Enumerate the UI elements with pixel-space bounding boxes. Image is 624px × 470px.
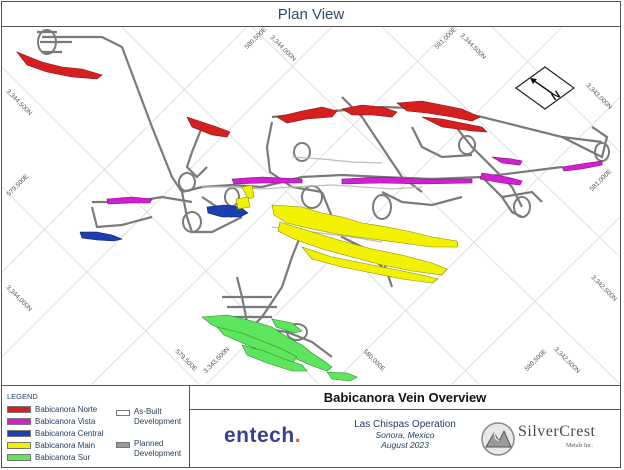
- legend: LEGEND Babicanora Norte Babicanora Vista…: [2, 386, 190, 468]
- mine-map-svg: [2, 27, 620, 384]
- vein-overview-title: Babicanora Vein Overview: [190, 386, 620, 410]
- info-panel: LEGEND Babicanora Norte Babicanora Vista…: [2, 385, 620, 468]
- legend-label: Babicanora Main: [35, 441, 96, 450]
- title-bar: Plan View: [2, 2, 620, 27]
- legend-swatch: [7, 430, 31, 437]
- legend-swatch: [7, 454, 31, 461]
- north-arrow-icon: [515, 66, 575, 110]
- legend-item-sur: Babicanora Sur: [7, 453, 90, 462]
- vein-babicanora-sur: [201, 314, 358, 382]
- legend-swatch: [7, 406, 31, 413]
- legend-swatch: [116, 442, 130, 448]
- legend-label: Babicanora Central: [35, 429, 104, 438]
- silvercrest-logo: SilverCrest Metals Inc.: [480, 417, 615, 463]
- silvercrest-name: SilverCrest: [518, 423, 596, 440]
- operation-info: Las Chispas Operation Sonora, Mexico Aug…: [340, 419, 470, 450]
- vein-babicanora-main: [235, 184, 459, 284]
- vein-babicanora-norte: [16, 51, 488, 138]
- north-arrow: N: [515, 66, 575, 110]
- legend-swatch: [116, 410, 130, 416]
- legend-item-central: Babicanora Central: [7, 429, 103, 438]
- operation-name: Las Chispas Operation: [354, 419, 456, 430]
- plan-view-map: 580,500E 3,344,000N 581,000E 3,344,500N …: [2, 27, 620, 384]
- silvercrest-sub: Metals Inc.: [566, 443, 593, 449]
- vein-babicanora-vista: [106, 156, 603, 205]
- ramp-loops: [37, 29, 610, 341]
- legend-label: Babicanora Sur: [35, 453, 91, 462]
- legend-swatch: [7, 442, 31, 449]
- plan-view-title: Plan View: [277, 5, 345, 23]
- operation-date: August 2023: [381, 440, 429, 450]
- legend-label: Babicanora Vista: [35, 417, 96, 426]
- title-block: Babicanora Vein Overview entech. Las Chi…: [190, 386, 620, 468]
- legend-item-norte: Babicanora Norte: [7, 405, 97, 414]
- vein-babicanora-central: [79, 204, 249, 242]
- operation-location: Sonora, Mexico: [375, 430, 435, 440]
- legend-label: Babicanora Norte: [35, 405, 98, 414]
- silvercrest-crest-icon: [481, 422, 515, 456]
- legend-item-vista: Babicanora Vista: [7, 417, 95, 426]
- legend-title: LEGEND: [7, 392, 38, 401]
- legend-item-main: Babicanora Main: [7, 441, 95, 450]
- entech-logo: entech.: [224, 424, 302, 447]
- legend-swatch: [7, 418, 31, 425]
